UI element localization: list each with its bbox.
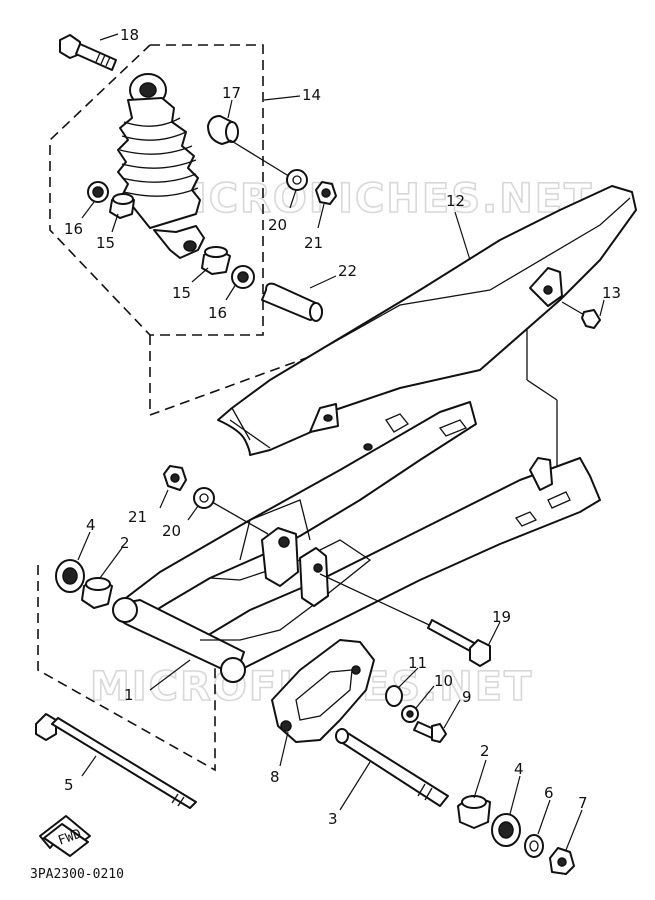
shock-upper-bolt [59, 34, 117, 71]
rear-shock-absorber [117, 73, 205, 259]
shock-upper-collar [207, 115, 239, 145]
callout-9: 9 [462, 688, 472, 706]
watermark-top: MICROFICHES.NET [150, 176, 593, 222]
callout-16-lower: 16 [208, 304, 227, 322]
pivot-nut [549, 847, 575, 875]
callout-14: 14 [302, 86, 321, 104]
callout-4-left: 4 [86, 516, 96, 534]
callout-18: 18 [120, 26, 139, 44]
chain-guide-screw [413, 721, 447, 743]
collar-small [385, 685, 403, 707]
callout-15-lower: 15 [172, 284, 191, 302]
oil-seal-upper [87, 181, 109, 203]
callout-22: 22 [338, 262, 357, 280]
callout-20-upper: 20 [268, 216, 287, 234]
forward-arrow-icon: FWD [39, 815, 91, 857]
callout-7: 7 [578, 794, 588, 812]
callout-21-upper: 21 [304, 234, 323, 252]
chain-guide [271, 639, 375, 743]
bushing-right [457, 795, 491, 829]
oil-seal-lower [231, 265, 255, 289]
chain-case-screw [561, 301, 601, 329]
shock-lower-bolt [427, 619, 491, 667]
axle-group-dashed-border [37, 565, 216, 772]
washer-lower [193, 487, 215, 509]
callout-21-lower: 21 [128, 508, 147, 526]
callout-15-upper: 15 [96, 234, 115, 252]
pivot-shaft [335, 728, 449, 807]
callout-17: 17 [222, 84, 241, 102]
callout-19: 19 [492, 608, 511, 626]
bushing-upper [109, 193, 135, 219]
callout-11: 11 [408, 654, 427, 672]
callout-3: 3 [328, 810, 338, 828]
nut-upper [315, 181, 337, 205]
callout-2-left: 2 [120, 534, 130, 552]
leader-axis-17 [229, 139, 293, 179]
leader-axis-19 [319, 573, 441, 631]
callout-13: 13 [602, 284, 621, 302]
callout-4-right: 4 [514, 760, 524, 778]
callout-20-lower: 20 [162, 522, 181, 540]
nut-lower [163, 465, 187, 491]
callout-labels: 18 17 14 16 15 20 21 15 16 22 12 13 21 2… [64, 26, 621, 828]
diagram-code: 3PA2300-0210 [30, 867, 124, 882]
leader-lines [77, 33, 605, 851]
pivot-bolt [35, 713, 197, 809]
callout-6: 6 [544, 784, 554, 802]
bearing-right [491, 813, 521, 847]
washer-small [401, 705, 419, 723]
callout-16-upper: 16 [64, 220, 83, 238]
callout-12: 12 [446, 192, 465, 210]
bushing-lower [201, 246, 231, 275]
swingarm [112, 401, 601, 683]
callout-5: 5 [64, 776, 74, 794]
washer-upper [286, 169, 308, 191]
leader-axis-20 [211, 501, 269, 535]
callout-1: 1 [124, 686, 134, 704]
shock-lower-collar [261, 282, 323, 322]
callout-8: 8 [270, 768, 280, 786]
chain-case [217, 185, 637, 456]
washer-right [524, 834, 544, 858]
bushing-left [81, 577, 113, 609]
callout-10: 10 [434, 672, 453, 690]
bearing-left [55, 559, 85, 593]
callout-2-right: 2 [480, 742, 490, 760]
